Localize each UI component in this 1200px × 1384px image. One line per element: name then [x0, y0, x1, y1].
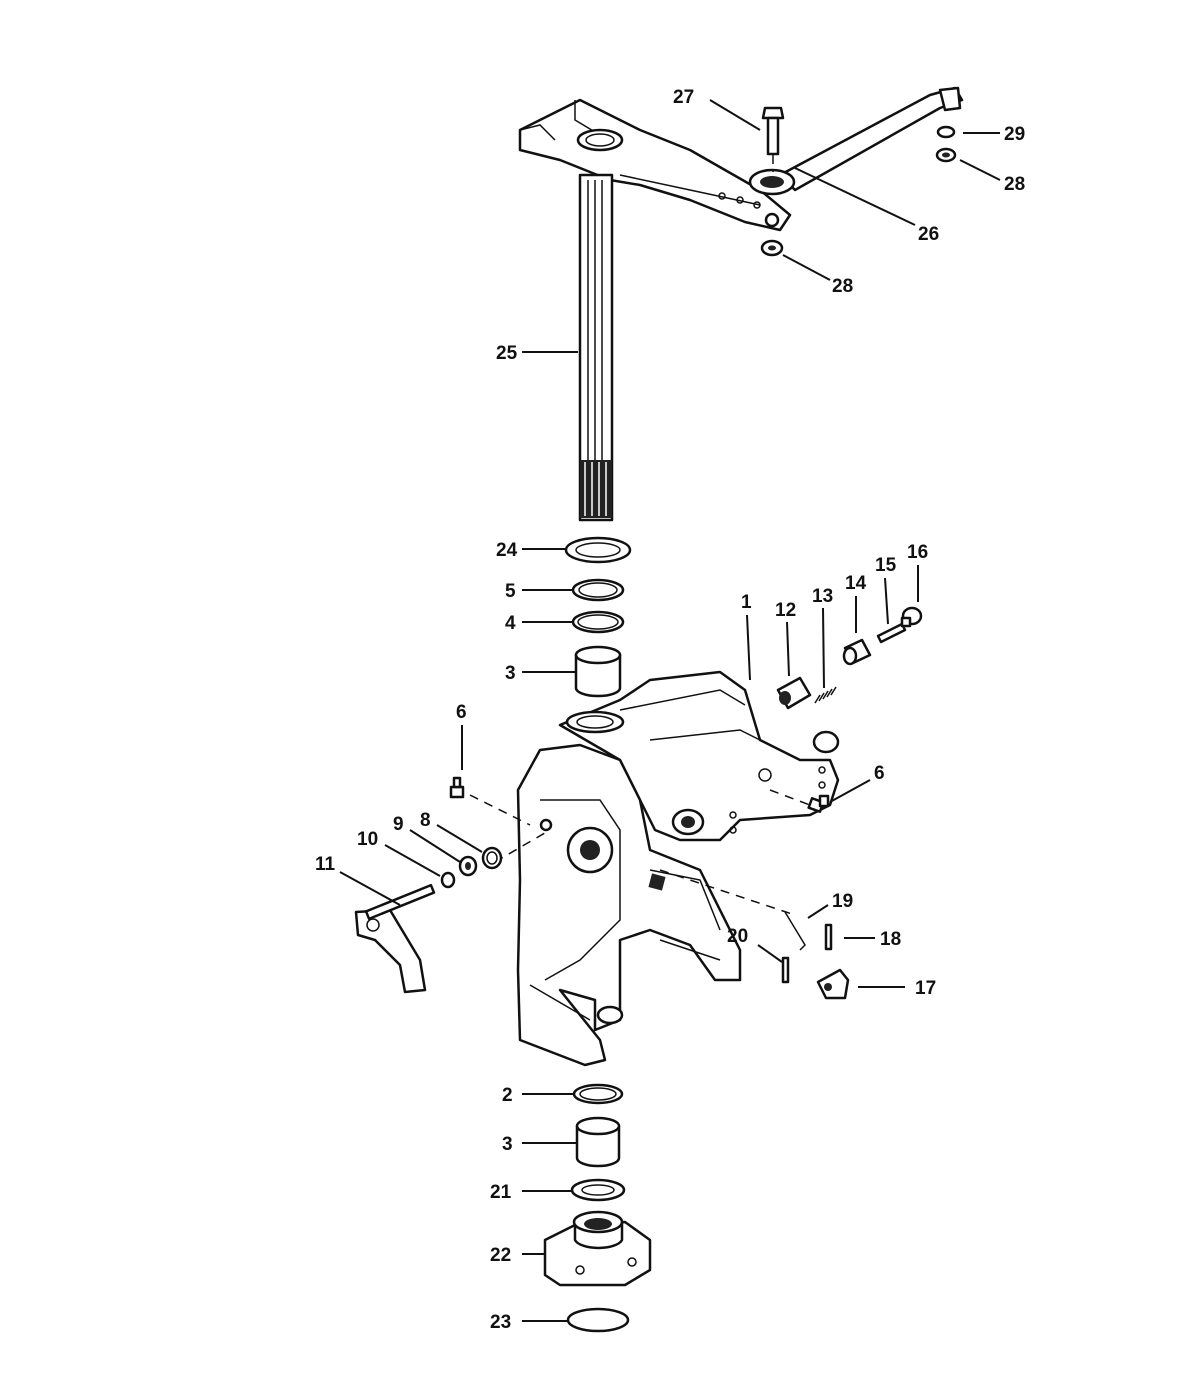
- label-25: 25: [496, 343, 518, 364]
- label-9: 9: [393, 814, 404, 835]
- label-24: 24: [496, 540, 518, 561]
- washer-21: [570, 1178, 626, 1202]
- hidden-line-6-right: [769, 789, 811, 806]
- label-20: 20: [727, 926, 748, 947]
- leader-lines: [339, 99, 1001, 1322]
- label-3-lower: 3: [502, 1134, 513, 1155]
- hidden-line-19: [659, 869, 796, 916]
- washer-29: [936, 125, 956, 139]
- label-16: 16: [907, 542, 928, 563]
- label-27: 27: [673, 87, 694, 108]
- seal-5: [571, 578, 625, 602]
- bushing-3-upper: [574, 645, 622, 698]
- label-19: 19: [832, 891, 853, 912]
- hidden-line-8: [494, 829, 551, 863]
- grease-fitting-6-right: [807, 794, 830, 814]
- washer-10: [440, 871, 456, 889]
- grease-fitting-6-left: [449, 776, 465, 799]
- pin-18: [824, 923, 833, 951]
- o-ring-4: [571, 610, 625, 634]
- label-29: 29: [1004, 124, 1025, 145]
- steering-arm-assembly: [518, 98, 792, 522]
- pin-15: [876, 622, 907, 644]
- label-13: 13: [812, 586, 833, 607]
- knob-16: [900, 606, 923, 628]
- steering-link-rod: [748, 86, 964, 196]
- label-28-lower: 28: [832, 276, 853, 297]
- label-6-left: 6: [456, 702, 467, 723]
- label-23: 23: [490, 1312, 511, 1333]
- nut-28-lower: [760, 239, 784, 257]
- bushing-12: [776, 676, 812, 710]
- label-14: 14: [845, 573, 867, 594]
- label-6-right: 6: [874, 763, 885, 784]
- label-28-right: 28: [1004, 174, 1025, 195]
- label-3-upper: 3: [505, 663, 516, 684]
- spring-19: [784, 911, 806, 951]
- label-4: 4: [505, 613, 516, 634]
- label-10: 10: [357, 829, 378, 850]
- washer-9: [458, 855, 478, 877]
- hidden-line-6: [469, 794, 531, 826]
- label-26: 26: [918, 224, 939, 245]
- pin-20: [781, 956, 790, 984]
- label-8: 8: [420, 810, 431, 831]
- plunger-14: [842, 638, 872, 666]
- label-11: 11: [315, 854, 336, 875]
- seal-2: [572, 1083, 624, 1105]
- label-17: 17: [915, 978, 936, 999]
- label-2: 2: [502, 1085, 513, 1106]
- latch-17: [816, 968, 850, 1000]
- swivel-bracket: [516, 670, 840, 1067]
- nut-28-right: [935, 147, 957, 163]
- washer-8: [481, 846, 503, 870]
- thrust-washer-24: [564, 536, 632, 564]
- label-1: 1: [741, 592, 752, 613]
- bolt-27: [761, 106, 785, 172]
- steering-yoke-22: [543, 1210, 652, 1287]
- label-22: 22: [490, 1245, 511, 1266]
- part-labels: 27 29 28 26 28 25 24 5 4 3 1 12 13 14 15…: [315, 87, 1025, 1333]
- tilt-lock-lever-11: [354, 883, 436, 994]
- label-15: 15: [875, 555, 897, 576]
- label-21: 21: [490, 1182, 512, 1203]
- label-18: 18: [880, 929, 901, 950]
- label-5: 5: [505, 581, 516, 602]
- label-12: 12: [775, 600, 796, 621]
- bushing-3-lower: [575, 1116, 621, 1168]
- retaining-ring-23: [566, 1307, 630, 1333]
- spring-13: [814, 686, 837, 704]
